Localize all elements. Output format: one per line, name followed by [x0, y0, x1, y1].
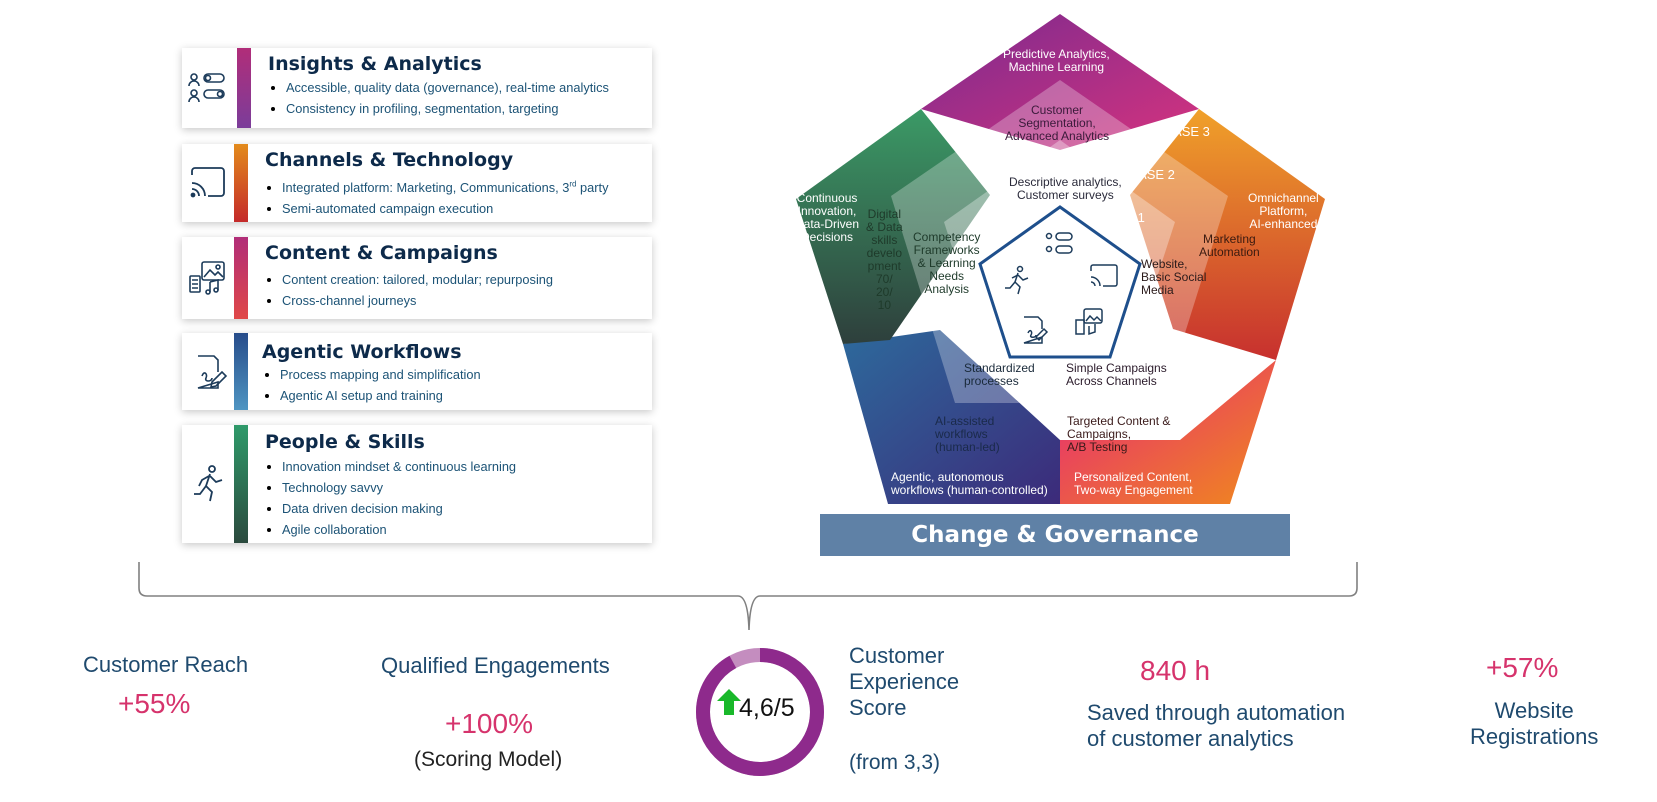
- category-color-bar: [234, 425, 248, 543]
- card-bullets: Accessible, quality data (governance), r…: [268, 77, 609, 119]
- metric-automation-label: Saved through automation of customer ana…: [1087, 700, 1346, 751]
- category-color-bar: [234, 237, 248, 319]
- label-competency-frameworks: Competency Frameworks & Learning Needs A…: [913, 230, 981, 296]
- document-edit-icon: [1023, 316, 1049, 344]
- card-title: Agentic Workflows: [262, 341, 462, 363]
- phase-2-label: PHASE 2: [1120, 167, 1175, 182]
- people-toggle-icon: [1045, 232, 1073, 254]
- metric-cx-note: (from 3,3): [849, 751, 941, 774]
- metric-engagements-note: (Scoring Model): [414, 748, 563, 771]
- label-customer-segmentation: Customer Segmentation, Advanced Analytic…: [1005, 103, 1110, 143]
- bullet-item: Data driven decision making: [282, 498, 516, 519]
- bullet-item: Consistency in profiling, segmentation, …: [286, 98, 609, 119]
- phase-1-label: PHASE 1: [1090, 210, 1145, 225]
- card-bullets: Content creation: tailored, modular; rep…: [264, 269, 553, 311]
- label-marketing-automation: Marketing Automation: [1199, 232, 1260, 259]
- label-ai-assisted: AI-assisted workflows (human-led): [935, 414, 1000, 454]
- label-predictive-analytics: Predictive Analytics, Machine Learning: [1003, 47, 1110, 74]
- bullet-item: Technology savvy: [282, 477, 516, 498]
- card-bullets: Process mapping and simplification Agent…: [262, 364, 481, 406]
- label-website-social: Website, Basic Social Media: [1141, 257, 1207, 297]
- running-person-icon: [1005, 265, 1029, 295]
- cx-score-arc: [696, 648, 824, 776]
- label-digital-skills: Digital & Data skills develo pment 70/ 2…: [866, 207, 903, 312]
- bullet-item: Innovation mindset & continuous learning: [282, 456, 516, 477]
- cx-score-value: 4,6/5: [739, 694, 795, 722]
- category-color-bar: [234, 144, 248, 222]
- card-title: People & Skills: [265, 431, 425, 453]
- cast-screen-icon: [190, 167, 225, 198]
- label-targeted-content: Targeted Content & Campaigns, A/B Testin…: [1067, 414, 1171, 454]
- metric-automation-value: 840 h: [1140, 655, 1211, 686]
- label-descriptive-analytics: Descriptive analytics, Customer surveys: [1009, 175, 1122, 202]
- card-bullets: Innovation mindset & continuous learning…: [264, 456, 516, 540]
- bullet-item: Process mapping and simplification: [280, 364, 481, 385]
- metric-cx-label: Customer Experience Score: [849, 643, 960, 720]
- change-governance-bar: Change & Governance: [820, 514, 1290, 556]
- label-continuous-innovation: Continuous Innovation, Data-Driven Decis…: [795, 191, 860, 244]
- outer-ring: [796, 14, 1325, 504]
- card-people-skills: People & Skills Innovation mindset & con…: [182, 425, 652, 543]
- cx-score-donut: [696, 648, 824, 776]
- metric-web-label: Website Registrations: [1470, 698, 1599, 749]
- center-icons: [1005, 232, 1118, 344]
- bullet-item: Agentic AI setup and training: [280, 385, 481, 406]
- media-content-icon: [189, 261, 225, 295]
- bullet-item: Cross-channel journeys: [282, 290, 553, 311]
- people-toggle-icon: [188, 73, 225, 103]
- card-channels-technology: Channels & Technology Integrated platfor…: [182, 144, 652, 222]
- bullet-item: Content creation: tailored, modular; rep…: [282, 269, 553, 290]
- card-title: Content & Campaigns: [265, 242, 498, 264]
- card-title: Channels & Technology: [265, 149, 514, 171]
- cast-screen-icon: [1090, 264, 1118, 287]
- label-simple-campaigns: Simple Campaigns Across Channels: [1066, 361, 1167, 388]
- bullet-item: Integrated platform: Marketing, Communic…: [282, 174, 609, 198]
- up-arrow-icon: [717, 689, 741, 715]
- label-omnichannel-platform: Omnichannel Platform, AI-enhanced: [1248, 191, 1319, 231]
- metric-reach-label: Customer Reach: [83, 652, 249, 677]
- category-color-bar: [237, 48, 251, 128]
- label-personalized-content: Personalized Content, Two-way Engagement: [1074, 470, 1193, 497]
- card-title: Insights & Analytics: [268, 53, 482, 75]
- bullet-item: Semi-automated campaign execution: [282, 198, 609, 219]
- metric-reach-value: +55%: [118, 688, 191, 719]
- card-agentic-workflows: Agentic Workflows Process mapping and si…: [182, 333, 652, 410]
- card-bullets: Integrated platform: Marketing, Communic…: [264, 174, 609, 219]
- media-content-icon: [1075, 308, 1103, 336]
- label-agentic-autonomous: Agentic, autonomous workflows (human-con…: [891, 470, 1048, 497]
- bullet-item: Accessible, quality data (governance), r…: [286, 77, 609, 98]
- metric-web-value: +57%: [1486, 652, 1559, 683]
- metric-engagements-value: +100%: [445, 708, 533, 739]
- running-person-icon: [194, 465, 223, 502]
- card-insights-analytics: Insights & Analytics Accessible, quality…: [182, 48, 652, 128]
- category-color-bar: [234, 333, 248, 410]
- bullet-item: Agile collaboration: [282, 519, 516, 540]
- governance-label: Change & Governance: [911, 522, 1199, 548]
- metric-engagements-label: Qualified Engagements: [381, 653, 610, 678]
- phase-3-label: PHASE 3: [1155, 124, 1210, 139]
- label-standardized-processes: Standardized processes: [964, 361, 1035, 388]
- card-content-campaigns: Content & Campaigns Content creation: ta…: [182, 237, 652, 319]
- document-edit-icon: [197, 354, 228, 389]
